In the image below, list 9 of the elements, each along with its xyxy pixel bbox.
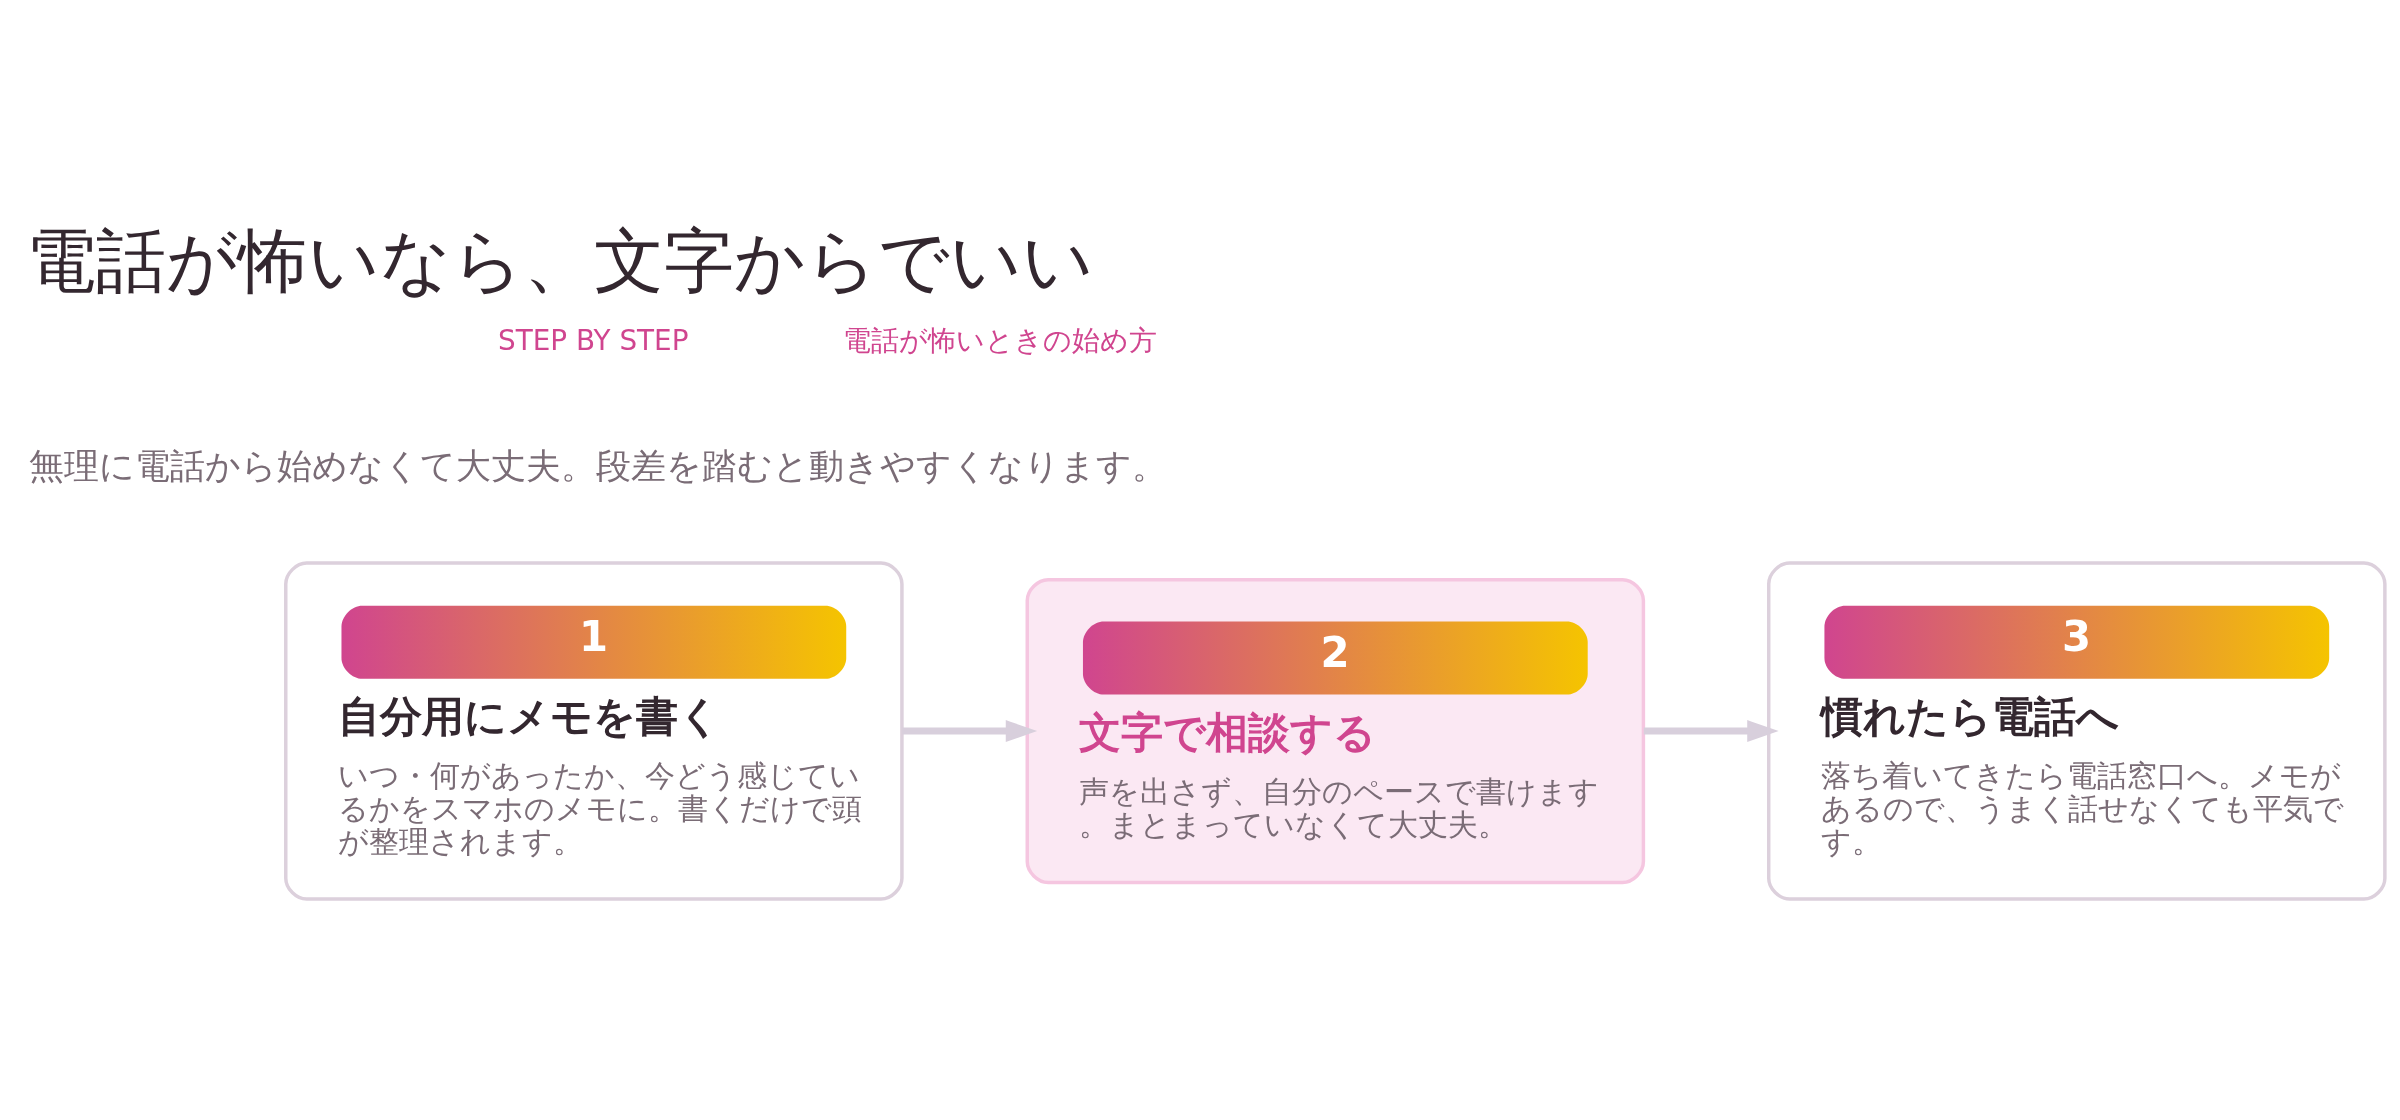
label: 無理に電話から始めなくて大丈夫。段差を踏むと動きやすくなります。: [29, 445, 1168, 486]
arrow: [902, 719, 1038, 742]
arrow: [1643, 719, 1779, 742]
node-box: 3 慣れたら電話へ 落ち着いてきたら電話窓口へ。メモがあるので、うまく話せなくても平気です。: [1767, 560, 2387, 901]
node-box: 2 文字で相談する 声を出さず、自分のペースで書けます。まとまっていなくて大丈夫。: [1025, 577, 1646, 884]
diagram-title: 電話が怖いなら、文字からでいい: [25, 219, 1094, 301]
label: STEP BY STEP: [498, 323, 689, 357]
node-box: 1 自分用にメモを書く いつ・何があったか、今どう感じているかをスマホのメモに。書くだけで頭が整理されます。: [284, 560, 904, 901]
label: 電話が怖いときの始め方: [842, 323, 1157, 357]
